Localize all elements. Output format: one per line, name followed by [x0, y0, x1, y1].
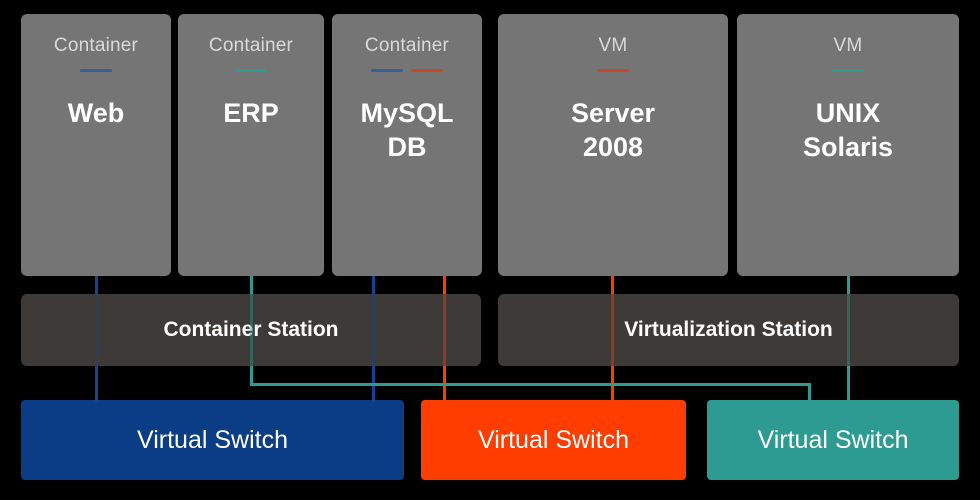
- virtual-switch-blue[interactable]: Virtual Switch: [21, 400, 404, 480]
- workload-network-markers: [597, 69, 629, 72]
- workload-type-label: Container: [208, 35, 294, 56]
- virtualization-station-label: Virtualization Station: [624, 318, 833, 341]
- virtual-switch-orange[interactable]: Virtual Switch: [421, 400, 686, 480]
- virtual-switch-label: Virtual Switch: [137, 425, 288, 454]
- workload-name: ERP: [223, 98, 279, 128]
- workload-type-label: Container: [364, 35, 450, 56]
- wire-erp-drop: [250, 366, 253, 386]
- virtual-switch-label: Virtual Switch: [478, 425, 629, 454]
- workload-name: Web: [67, 98, 125, 128]
- wire-web-to-blue-switch: [95, 366, 98, 402]
- wire-web-to-station: [95, 276, 98, 294]
- network-marker-blue: [80, 69, 112, 72]
- wire-unix-to-teal-switch: [847, 366, 850, 402]
- workload-type-label: Container: [53, 35, 139, 56]
- workload-type-label: VM: [598, 35, 628, 56]
- workload-network-markers: [832, 69, 864, 72]
- container-station-label: Container Station: [163, 318, 339, 341]
- network-marker-orange: [411, 69, 443, 72]
- wire-mysql-blue-to-station: [372, 276, 375, 294]
- network-marker-blue: [371, 69, 403, 72]
- workload-network-markers: [371, 69, 443, 72]
- virtualization-station-bar[interactable]: Virtualization Station: [498, 294, 959, 366]
- wire-mysql-orange-to-orange-switch: [443, 366, 446, 402]
- network-marker-orange: [597, 69, 629, 72]
- wire-server2008-to-orange-switch: [611, 366, 614, 402]
- wire-server2008-to-station: [611, 276, 614, 294]
- wire-mysql-orange-to-station: [443, 276, 446, 294]
- workload-type-label: VM: [833, 35, 863, 56]
- workload-network-markers: [80, 69, 112, 72]
- virtual-switch-teal[interactable]: Virtual Switch: [707, 400, 959, 480]
- network-marker-teal: [235, 69, 267, 72]
- container-station-bar[interactable]: Container Station: [21, 294, 481, 366]
- wire-unix-to-station: [847, 276, 850, 294]
- wire-mysql-blue-to-blue-switch: [372, 366, 375, 402]
- workload-card-web[interactable]: Container Web: [21, 14, 171, 276]
- virtual-switch-label: Virtual Switch: [757, 425, 909, 454]
- network-marker-teal: [832, 69, 864, 72]
- workload-network-markers: [235, 69, 267, 72]
- workload-card-erp[interactable]: Container ERP: [178, 14, 324, 276]
- wire-erp-to-station: [250, 276, 253, 294]
- wire-erp-run-right: [250, 383, 811, 386]
